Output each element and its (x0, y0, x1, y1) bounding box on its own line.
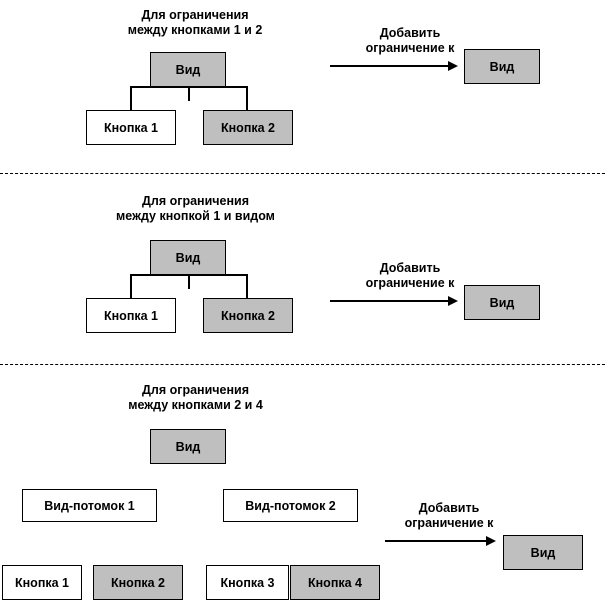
section-3-heading: Для ограничения между кнопками 2 и 4 (128, 383, 263, 412)
button2-box-section2: Кнопка 2 (203, 298, 293, 333)
tree-connector-right (246, 86, 248, 110)
button1-box-section3: Кнопка 1 (2, 565, 82, 600)
arrow-label-section1: Добавить ограничение к (365, 26, 455, 55)
view-box-section2: Вид (150, 240, 226, 275)
arrow-label-section2: Добавить ограничение к (365, 261, 455, 290)
arrow-shaft-section1 (330, 65, 450, 67)
childview2-box: Вид-потомок 2 (223, 489, 358, 522)
section-divider-2 (0, 364, 605, 365)
button2-box-section3: Кнопка 2 (93, 565, 183, 600)
view-target-box-section2: Вид (464, 285, 540, 320)
arrow-head-section1 (448, 61, 458, 71)
button2-box-section1: Кнопка 2 (203, 110, 293, 145)
arrow-head-section2 (448, 296, 458, 306)
childview1-box: Вид-потомок 1 (22, 489, 157, 522)
tree-connector-vertical (188, 86, 190, 101)
button1-box-section2: Кнопка 1 (86, 298, 176, 333)
section-2-heading: Для ограничения между кнопкой 1 и видом (116, 194, 275, 223)
tree-connector-right (246, 274, 248, 298)
arrow-shaft-section2 (330, 300, 450, 302)
button1-box-section1: Кнопка 1 (86, 110, 176, 145)
button4-box-section3: Кнопка 4 (290, 565, 380, 600)
view-box-section3: Вид (150, 429, 226, 464)
view-box-section1: Вид (150, 52, 226, 87)
view-target-box-section3: Вид (503, 535, 583, 570)
arrow-head-section3 (486, 536, 496, 546)
tree-connector-vertical (188, 274, 190, 289)
arrow-shaft-section3 (385, 540, 488, 542)
button3-box-section3: Кнопка 3 (206, 565, 289, 600)
section-divider-1 (0, 173, 605, 174)
tree-connector-left (130, 86, 132, 110)
tree-connector-left (130, 274, 132, 298)
arrow-label-section3: Добавить ограничение к (404, 501, 494, 530)
section-1-heading: Для ограничения между кнопками 1 и 2 (127, 8, 263, 37)
view-target-box-section1: Вид (464, 49, 540, 84)
